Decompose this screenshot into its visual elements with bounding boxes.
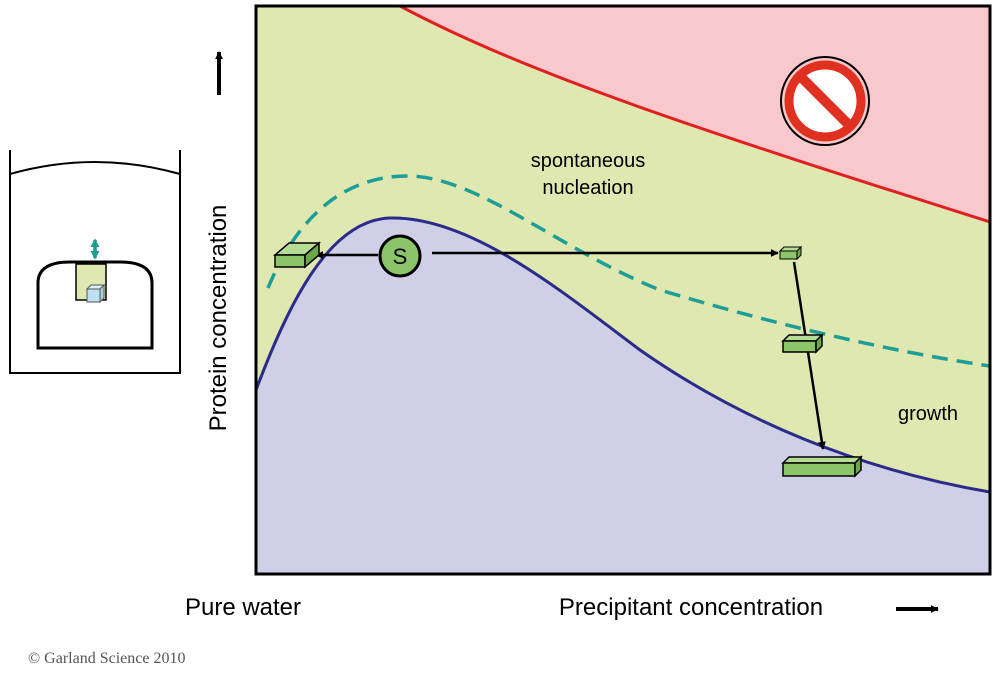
reservoir-liquid-surface [9,161,181,175]
start-marker-label: S [393,244,408,269]
drop-crystal-icon [85,283,106,304]
sitting-drop-pedestal [36,260,154,350]
nucleation-label-line1: spontaneous [531,150,646,172]
prohibited-icon [780,56,870,146]
crystallization-well [9,150,181,374]
metastable-boundary [266,174,990,368]
reservoir-walls [9,150,181,374]
precipitation-boundary [399,6,990,224]
plot-frame [254,4,992,576]
crystal-icon [272,241,322,269]
growth-label: growth [898,403,958,425]
undersaturated-zone [256,217,990,574]
nucleation-label-line2: nucleation [542,177,633,199]
x-axis-label: Precipitant concentration [559,594,823,621]
plot-regions [256,6,990,574]
crystal-icon [778,245,803,261]
crystal-icon [781,455,863,478]
copyright-text: © Garland Science 2010 [28,650,185,667]
down-arrow [792,261,826,450]
x-axis-left-label: Pure water [185,594,301,621]
crystal-icon [781,333,824,354]
start-marker: S [378,234,422,278]
y-axis-label: Protein concentration [205,205,232,432]
